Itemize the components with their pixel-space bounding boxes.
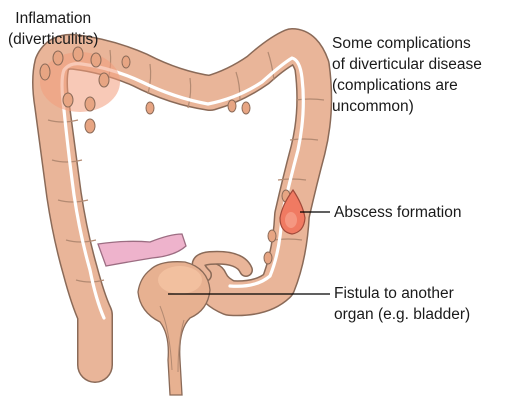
inflammation-label: Inflamation (diverticulitis) (8, 8, 98, 50)
abscess-label-line-1: Abscess formation (334, 202, 462, 223)
fistula-label: Fistula to another organ (e.g. bladder) (334, 283, 470, 325)
inflammation-label-line-1: Inflamation (8, 8, 98, 29)
complications-label-line-1: Some complications (332, 33, 482, 54)
inflammation-label-line-2: (diverticulitis) (8, 29, 98, 50)
complications-label-line-2: of diverticular disease (332, 54, 482, 75)
complications-label-line-3: (complications are (332, 75, 482, 96)
abscess-label: Abscess formation (334, 202, 462, 223)
complications-label-line-4: uncommon) (332, 96, 482, 117)
fistula-site (158, 266, 202, 294)
fistula-label-line-2: organ (e.g. bladder) (334, 304, 470, 325)
fistula-label-line-1: Fistula to another (334, 283, 470, 304)
complications-label: Some complications of diverticular disea… (332, 33, 482, 117)
